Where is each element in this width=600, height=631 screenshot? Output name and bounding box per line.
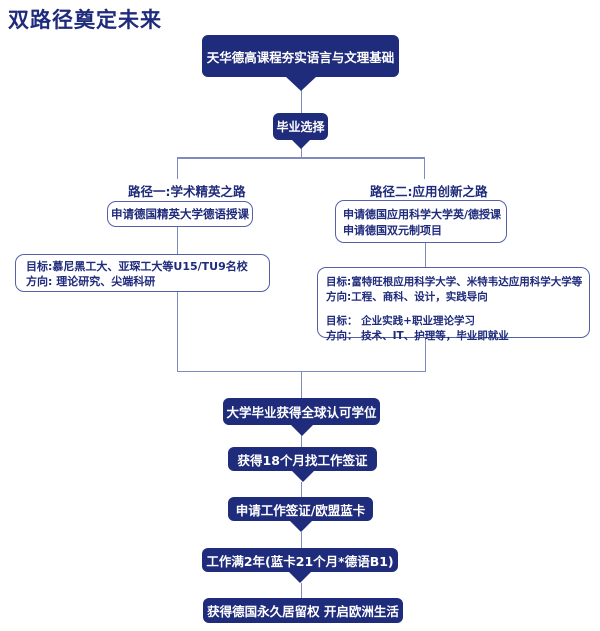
page-title: 双路径奠定未来 (8, 8, 162, 32)
step-text: 获得德国永久居留权 开启欧洲生活 (207, 604, 399, 619)
path2-detail1-line2: 方向:工程、商科、设计，实践导向 (326, 290, 488, 303)
connector-split-left-drop (176, 157, 178, 179)
connector-path1-merge (176, 291, 178, 372)
step-text: 工作满2年(蓝卡21个月*德语B1) (206, 553, 394, 569)
path1-detail-line1: 目标:慕尼黑工大、亚琛工大等U15/TU9名校 (26, 260, 248, 273)
step-box-work-2-years: 工作满2年(蓝卡21个月*德语B1) (202, 548, 398, 583)
foundation-box: 天华德高课程夯实语言与文理基础 (202, 35, 399, 91)
connector-merge-step1 (300, 371, 302, 399)
step-text: 大学毕业获得全球认可学位 (226, 405, 377, 420)
step-box-degree: 大学毕业获得全球认可学位 (223, 398, 380, 436)
path2-apply-line2: 申请德国双元制项目 (343, 223, 442, 237)
connector-path2-apply-detail (424, 242, 426, 269)
decision-box: 毕业选择 (273, 113, 328, 149)
speech-tail-icon (290, 139, 311, 149)
connector-step1-step2 (300, 435, 302, 448)
foundation-text: 天华德高课程夯实语言与文理基础 (206, 49, 395, 65)
path2-detail-box: 目标:富特旺根应用科学大学、米特韦达应用科学大学等 方向:工程、商科、设计，实践… (317, 267, 590, 342)
path2-detail2-line1: 目标： 企业实践+职业理论学习 (326, 315, 475, 328)
path2-detail2-line2: 方向： 技术、IT、护理等，毕业即就业 (326, 330, 509, 343)
path1-detail-box: 目标:慕尼黑工大、亚琛工大等U15/TU9名校 方向: 理论研究、尖端科研 (15, 254, 270, 292)
connector-step4-step5 (300, 583, 302, 599)
connector-path1-apply-detail (176, 226, 178, 256)
speech-tail-icon (288, 571, 312, 583)
connector-path2-merge (424, 337, 426, 372)
path1-apply-box: 申请德国精英大学德语授课 (107, 201, 253, 227)
connector-step3-step4 (300, 532, 302, 549)
path1-label: 路径一:学术精英之路 (128, 184, 246, 199)
step-box-work-visa: 申请工作签证/欧盟蓝卡 (228, 497, 373, 532)
path2-label: 路径二:应用创新之路 (370, 184, 488, 199)
step-box-job-seeker-visa: 获得18个月找工作签证 (228, 447, 377, 482)
step-box-permanent-residence: 获得德国永久居留权 开启欧洲生活 (203, 598, 403, 623)
speech-tail-icon (290, 470, 315, 482)
connector-decision-split (300, 148, 302, 159)
path1-apply-text: 申请德国精英大学德语授课 (111, 207, 249, 221)
connector-foundation-decision (300, 90, 302, 114)
step-text: 获得18个月找工作签证 (237, 452, 368, 468)
path2-apply-box: 申请德国应用科学大学英/德授课 申请德国双元制项目 (335, 200, 507, 243)
path2-apply-line1: 申请德国应用科学大学英/德授课 (343, 208, 502, 221)
speech-tail-icon (288, 520, 313, 532)
path1-detail-line2: 方向: 理论研究、尖端科研 (26, 274, 156, 288)
speech-tail-icon (284, 76, 317, 91)
step-text: 申请工作签证/欧盟蓝卡 (235, 502, 366, 518)
path2-detail1-line1: 目标:富特旺根应用科学大学、米特韦达应用科学大学等 (326, 276, 583, 288)
connector-split-right-drop (423, 157, 425, 179)
speech-tail-icon (289, 424, 314, 436)
decision-text: 毕业选择 (276, 120, 325, 134)
connector-step2-step3 (300, 482, 302, 498)
connector-split-horizontal (176, 157, 425, 159)
